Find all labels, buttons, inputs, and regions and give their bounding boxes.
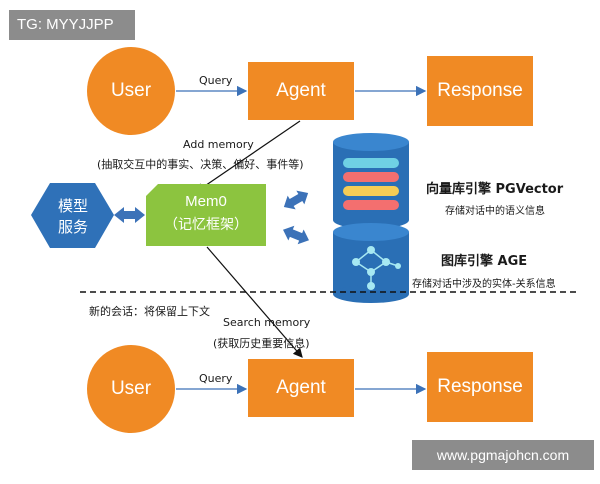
- new-session-label: 新的会话：将保留上下文: [89, 305, 210, 318]
- add-memory-title: Add memory: [183, 138, 254, 151]
- mem0-box: [146, 184, 266, 246]
- graph-db-desc: 存储对话中涉及的实体-关系信息: [412, 279, 556, 290]
- agent-label-top: Agent: [276, 80, 326, 101]
- response-box-bottom: [427, 352, 533, 422]
- add-memory-arrow: [195, 120, 301, 193]
- agent-box-bottom: [248, 359, 354, 417]
- model-mem0-double-arrow: [114, 207, 145, 223]
- watermark-bottom: www.pgmajohcn.com: [412, 440, 594, 470]
- graph-db-title: 图库引擎 AGE: [441, 254, 528, 269]
- mem0-graph-double-arrow: [283, 225, 309, 245]
- vector-db-title: 向量库引擎 PGVector: [426, 182, 564, 197]
- search-memory-arrow: [206, 246, 303, 358]
- response-label-top: Response: [437, 80, 523, 101]
- mem0-corner-fold: [146, 184, 158, 196]
- graph-database-icon: [333, 223, 409, 303]
- agent-box-top: [248, 62, 354, 120]
- vector-db-desc: 存储对话中的语义信息: [445, 206, 545, 217]
- model-service-hexagon: [31, 183, 114, 248]
- mem0-subtitle: （记忆框架）: [164, 216, 248, 232]
- response-box-top: [427, 56, 533, 126]
- add-memory-detail: (抽取交互中的事实、决策、偏好、事件等): [97, 158, 304, 171]
- user-label-top: User: [110, 80, 152, 101]
- search-memory-title: Search memory: [223, 316, 311, 329]
- user-label-bottom: User: [110, 378, 152, 399]
- vector-database-icon: [333, 133, 409, 229]
- mem0-title: Mem0: [185, 193, 227, 210]
- user-circle-bottom: [87, 345, 175, 433]
- model-service-line2: 服务: [57, 219, 88, 236]
- watermark-top: TG: MYYJJPP: [9, 10, 135, 40]
- model-service-line1: 模型: [57, 198, 88, 215]
- query-label-bottom: Query: [199, 372, 233, 385]
- agent-label-bottom: Agent: [276, 377, 326, 398]
- search-memory-detail: (获取历史重要信息): [213, 337, 310, 350]
- mem0-vector-double-arrow: [283, 190, 309, 210]
- response-label-bottom: Response: [437, 376, 523, 397]
- query-label-top: Query: [199, 74, 233, 87]
- user-circle-top: [87, 47, 175, 135]
